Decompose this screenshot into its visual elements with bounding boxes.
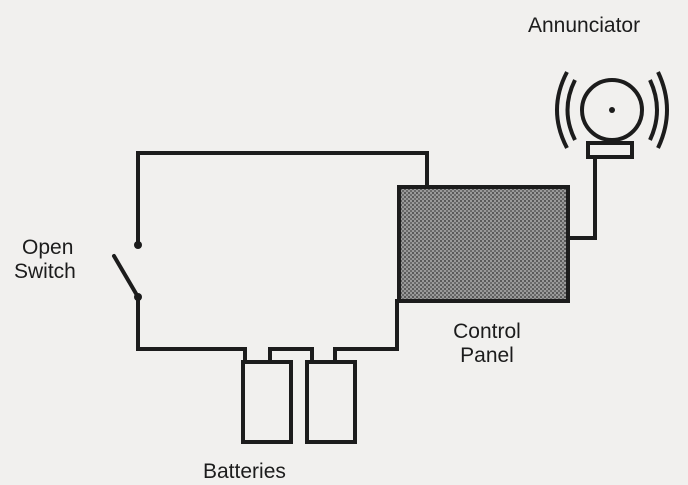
control-panel-label-line1: Control	[453, 320, 521, 343]
open-switch-label-line1: Open	[22, 236, 74, 259]
control-panel-box	[397, 185, 570, 303]
bell-with-sound-waves-icon	[555, 71, 669, 159]
battery-bridge-wire	[268, 347, 314, 364]
control-panel-label-line2: Panel	[460, 344, 514, 367]
control-panel-label: Control Panel	[432, 320, 542, 368]
open-switch-label-line2: Switch	[14, 260, 76, 283]
battery-cell-icon	[241, 360, 357, 444]
panel-to-annunciator-wire	[566, 156, 597, 240]
open-switch-icon	[112, 241, 142, 301]
open-switch-label: Open Switch	[14, 236, 76, 284]
battery-right-terminal-wire	[333, 299, 399, 364]
switch-to-bottom-wire	[136, 300, 247, 351]
batteries-label: Batteries	[203, 460, 286, 483]
annunciator-label: Annunciator	[528, 14, 641, 37]
top-wire	[136, 151, 429, 242]
